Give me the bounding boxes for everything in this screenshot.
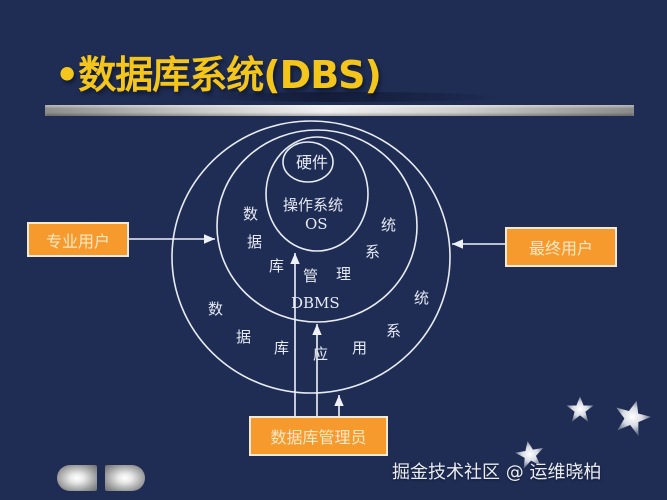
dbms-ring-char: 据 (247, 233, 263, 251)
app-ring-char: 系 (386, 322, 402, 340)
professional-user-box: 专业用户 (27, 222, 129, 257)
star-icon (515, 396, 651, 469)
app-ring-char: 库 (274, 339, 290, 357)
dbms-circle (216, 129, 418, 323)
dbms-label: DBMS (291, 294, 340, 312)
watermark: 掘金技术社区 @ 运维晓柏 (392, 462, 602, 483)
next-slide-button[interactable] (105, 465, 145, 491)
app-ring-char: 据 (236, 328, 252, 346)
os-ellipse (265, 136, 369, 252)
app-ring-char: 应 (313, 345, 329, 363)
app-system-circle (171, 120, 451, 394)
hardware-ellipse (282, 141, 334, 183)
dbms-ring-char: 管 (303, 267, 319, 285)
dbms-ring-char: 数 (243, 205, 259, 223)
slide-title: •数据库系统(DBS) (55, 53, 382, 97)
dbms-ring-char: 统 (381, 216, 397, 234)
hardware-label: 硬件 (296, 153, 329, 172)
os-abbrev-label: OS (305, 215, 328, 233)
app-ring-char: 用 (352, 339, 368, 357)
end-user-box: 最终用户 (505, 227, 617, 267)
title-shadow (200, 92, 500, 102)
app-ring-char: 数 (208, 300, 224, 318)
dbms-ring-char: 系 (365, 243, 381, 261)
os-label: 操作系统 (283, 196, 344, 214)
prev-slide-button[interactable] (57, 465, 97, 491)
app-ring-char: 统 (414, 289, 430, 307)
dbms-ring-char: 理 (336, 265, 352, 283)
dba-box: 数据库管理员 (249, 416, 388, 456)
title-divider (45, 105, 634, 116)
dbms-ring-char: 库 (269, 257, 285, 275)
